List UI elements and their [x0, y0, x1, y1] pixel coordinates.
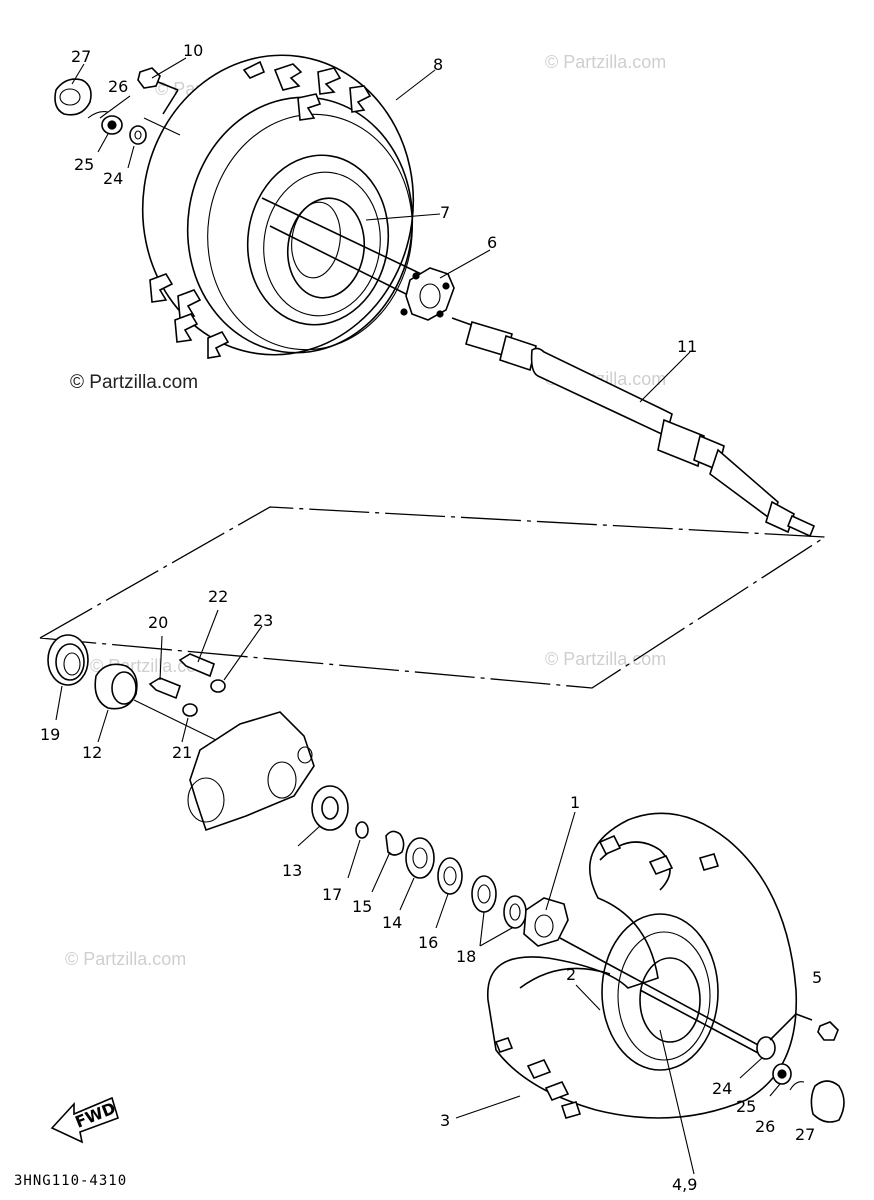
callout-1: 1	[570, 793, 580, 812]
callout-26-bottom: 26	[755, 1117, 775, 1136]
watermark: © Partzilla.com	[70, 372, 198, 393]
watermark: © Partzilla.com	[545, 52, 666, 72]
callout-12: 12	[82, 743, 102, 762]
callout-labels: 8 7 6 11 10 27 26 25 24 22 20 23 19 12 2…	[40, 41, 822, 1194]
callout-26: 26	[108, 77, 128, 96]
callout-20: 20	[148, 613, 168, 632]
hub-and-axle	[261, 197, 816, 538]
rear-wheel-bottom	[487, 812, 845, 1123]
callout-25-bottom: 25	[736, 1097, 756, 1116]
top-axle-hardware	[54, 67, 181, 145]
watermark: © Partzilla.com	[65, 949, 186, 969]
callout-14: 14	[382, 913, 402, 932]
callout-19: 19	[40, 725, 60, 744]
leader-lines	[55, 57, 781, 1175]
callout-10: 10	[183, 41, 203, 60]
callout-11: 11	[677, 337, 697, 356]
callout-4-9: 4,9	[672, 1175, 697, 1194]
callout-18: 18	[456, 947, 476, 966]
callout-6: 6	[487, 233, 497, 252]
callout-21: 21	[172, 743, 192, 762]
callout-2: 2	[566, 965, 576, 984]
callout-5: 5	[812, 968, 822, 987]
watermark: © Partzilla.com	[545, 649, 666, 669]
callout-24-bottom: 24	[712, 1079, 732, 1098]
callout-22: 22	[208, 587, 228, 606]
callout-8: 8	[433, 55, 443, 74]
callout-27-bottom: 27	[795, 1125, 815, 1144]
callout-24: 24	[103, 169, 123, 188]
callout-16: 16	[418, 933, 438, 952]
callout-23: 23	[253, 611, 273, 630]
housing-outline	[39, 506, 828, 689]
callout-25: 25	[74, 155, 94, 174]
callout-3: 3	[440, 1111, 450, 1130]
callout-7: 7	[440, 203, 450, 222]
callout-13: 13	[282, 861, 302, 880]
callout-27: 27	[71, 47, 91, 66]
callout-15: 15	[352, 897, 372, 916]
fwd-arrow-icon: FWD	[50, 1096, 119, 1144]
callout-17: 17	[322, 885, 342, 904]
diagram-code: 3HNG110-4310	[14, 1173, 127, 1189]
final-drive-group	[47, 634, 527, 929]
